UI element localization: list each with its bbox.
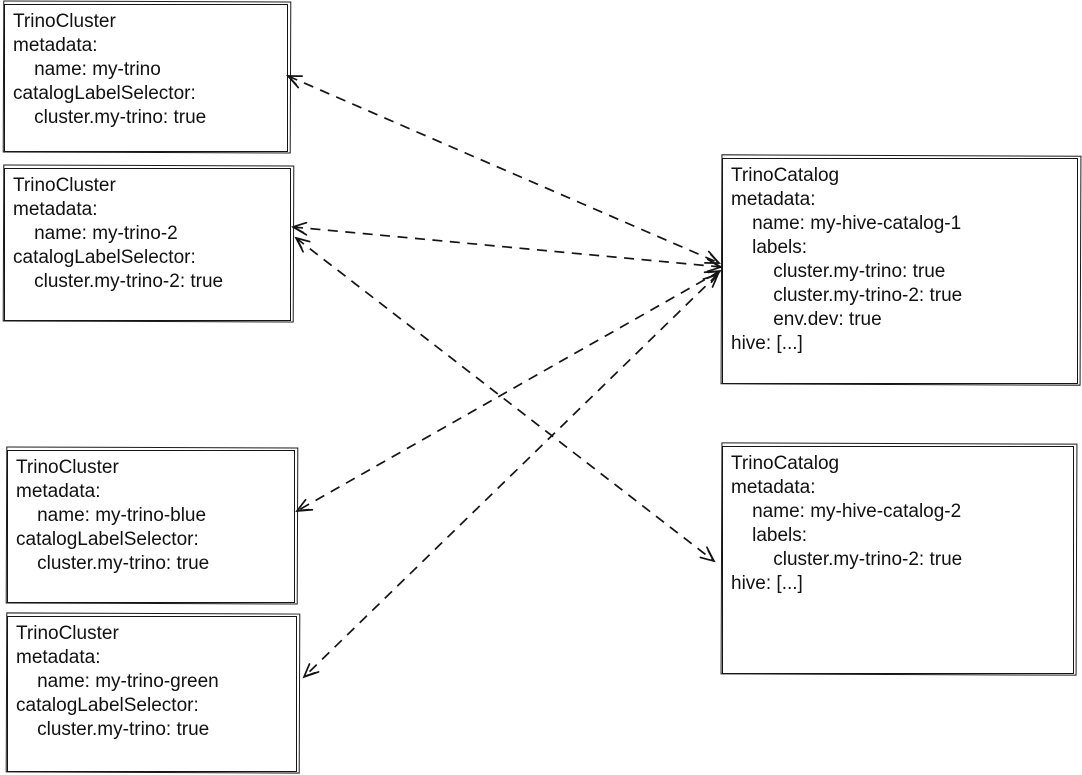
- node-trinocatalog-my-hive-catalog-2: TrinoCatalog metadata: name: my-hive-cat…: [722, 446, 1074, 674]
- yaml-line: name: my-trino: [13, 59, 161, 80]
- yaml-line: TrinoCluster: [16, 457, 119, 478]
- yaml-line: cluster.my-trino-2: true: [731, 285, 963, 306]
- node-trinocatalog-my-hive-catalog-1: TrinoCatalog metadata: name: my-hive-cat…: [722, 158, 1078, 384]
- yaml-line: cluster.my-trino: true: [16, 553, 210, 574]
- yaml-line: metadata:: [16, 481, 101, 502]
- yaml-line: TrinoCatalog: [731, 165, 840, 186]
- yaml-line: metadata:: [731, 477, 816, 498]
- edge-my-trino-2-to-my-hive-catalog-1: [293, 227, 721, 267]
- yaml-line: name: my-trino-green: [16, 671, 219, 692]
- yaml-line: hive: [...]: [731, 573, 803, 594]
- yaml-line: cluster.my-trino-2: true: [13, 271, 224, 292]
- yaml-line: cluster.my-trino: true: [16, 719, 210, 740]
- yaml-line: catalogLabelSelector:: [16, 529, 199, 550]
- edge-my-trino-2-to-my-hive-catalog-2: [296, 238, 714, 561]
- yaml-line: cluster.my-trino-2: true: [731, 549, 963, 570]
- yaml-line: TrinoCluster: [13, 11, 116, 32]
- yaml-line: metadata:: [13, 199, 98, 220]
- edge-my-trino-to-my-hive-catalog-1: [288, 76, 719, 263]
- node-trinocluster-my-trino-blue: TrinoCluster metadata: name: my-trino-bl…: [7, 450, 295, 603]
- yaml-line: cluster.my-trino: true: [13, 107, 207, 128]
- edge-my-hive-catalog-1-to-my-trino-blue: [297, 271, 720, 511]
- yaml-line: TrinoCluster: [13, 175, 116, 196]
- yaml-line: TrinoCluster: [16, 623, 119, 644]
- yaml-line: name: my-trino-2: [13, 223, 178, 244]
- yaml-line: labels:: [731, 237, 808, 258]
- node-trinocluster-my-trino-2: TrinoCluster metadata: name: my-trino-2 …: [4, 168, 291, 321]
- yaml-line: TrinoCatalog: [731, 453, 840, 474]
- edge-my-hive-catalog-1-to-my-trino-green: [304, 274, 718, 677]
- node-trinocluster-my-trino: TrinoCluster metadata: name: my-trino ca…: [4, 4, 288, 152]
- yaml-line: metadata:: [16, 647, 101, 668]
- yaml-line: catalogLabelSelector:: [13, 247, 196, 268]
- yaml-line: catalogLabelSelector:: [16, 695, 199, 716]
- yaml-line: metadata:: [13, 35, 98, 56]
- yaml-line: env.dev: true: [731, 309, 882, 330]
- yaml-line: name: my-trino-blue: [16, 505, 207, 526]
- yaml-line: name: my-hive-catalog-2: [731, 501, 962, 522]
- yaml-line: cluster.my-trino: true: [731, 261, 946, 282]
- yaml-line: labels:: [731, 525, 808, 546]
- yaml-line: hive: [...]: [731, 333, 803, 354]
- yaml-line: metadata:: [731, 189, 816, 210]
- yaml-line: catalogLabelSelector:: [13, 83, 196, 104]
- yaml-line: name: my-hive-catalog-1: [731, 213, 962, 234]
- node-trinocluster-my-trino-green: TrinoCluster metadata: name: my-trino-gr…: [7, 616, 297, 772]
